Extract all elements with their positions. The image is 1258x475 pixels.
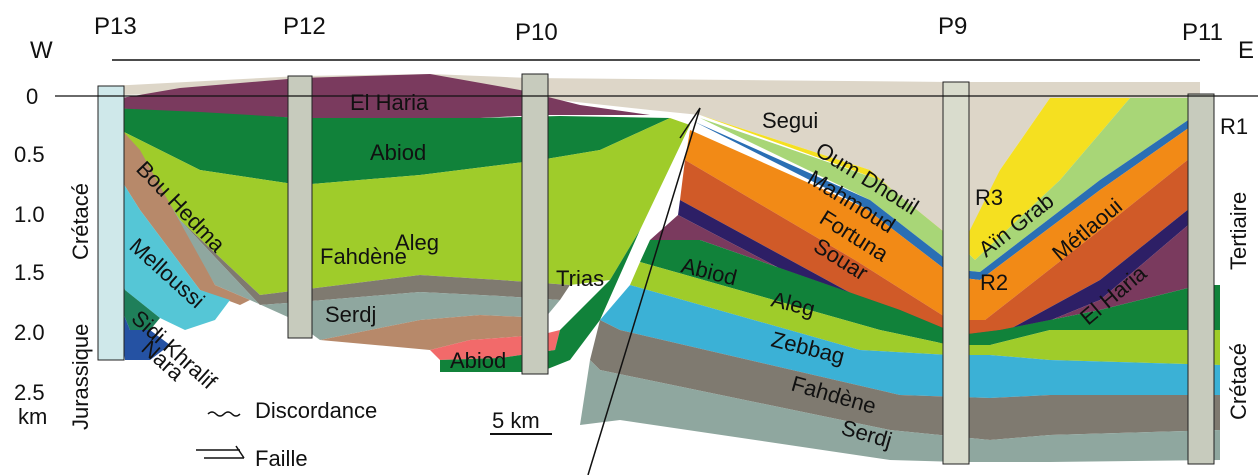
label-cretace-right: Crétacé bbox=[1226, 343, 1251, 420]
marker-r2: R2 bbox=[980, 270, 1008, 295]
direction-east: E bbox=[1238, 37, 1254, 64]
label-segui: Segui bbox=[762, 108, 818, 133]
depth-unit: km bbox=[18, 404, 47, 429]
label-aleg-west: Aleg bbox=[395, 230, 439, 255]
depth-tick-05: 0.5 bbox=[14, 142, 45, 167]
legend-discordance: Discordance bbox=[255, 398, 377, 423]
discordance-symbol bbox=[207, 411, 241, 417]
depth-tick-10: 1.0 bbox=[14, 202, 45, 227]
depth-tick-15: 1.5 bbox=[14, 260, 45, 285]
label-tertiaire: Tertiaire bbox=[1226, 192, 1251, 270]
layer-brown-wedge bbox=[320, 315, 545, 350]
well-label-p11: P11 bbox=[1182, 19, 1223, 46]
layer-souar bbox=[680, 150, 1200, 340]
well-column-p13 bbox=[97, 85, 125, 361]
legend-faille: Faille bbox=[255, 446, 308, 471]
layer-nara bbox=[118, 300, 170, 360]
faille-symbol bbox=[196, 445, 245, 459]
layer-bou-hedma bbox=[118, 128, 250, 305]
depth-tick-0: 0 bbox=[26, 84, 38, 109]
label-jurassique: Jurassique bbox=[68, 324, 93, 430]
marker-r3: R3 bbox=[975, 185, 1003, 210]
layer-sidi-khralif bbox=[118, 260, 160, 330]
layer-fahdene-east bbox=[590, 320, 1220, 440]
label-serdj-west: Serdj bbox=[325, 302, 376, 327]
label-el-haria-west: El Haria bbox=[350, 90, 429, 115]
direction-west: W bbox=[30, 37, 53, 64]
layer-abiod-p10 bbox=[440, 230, 640, 372]
layer-fahdene-west bbox=[180, 220, 570, 305]
legend-scale: 5 km bbox=[492, 408, 540, 433]
well-column-p10 bbox=[521, 73, 549, 375]
well-column-p11 bbox=[1187, 93, 1215, 465]
layer-oum-dhouil bbox=[700, 98, 1130, 260]
well-label-p9: P9 bbox=[938, 13, 967, 40]
depth-tick-25: 2.5 bbox=[14, 380, 45, 405]
layer-serdj-west bbox=[130, 140, 560, 340]
well-label-p13: P13 bbox=[94, 13, 137, 40]
label-abiod-west: Abiod bbox=[370, 140, 426, 165]
layer-serdj-east bbox=[580, 360, 1220, 462]
layer-abiod-east bbox=[640, 240, 1220, 345]
label-trias: Trias bbox=[556, 266, 604, 291]
well-column-p12 bbox=[287, 75, 313, 339]
fault-line bbox=[587, 107, 701, 475]
layer-mellouss bbox=[118, 175, 230, 330]
depth-tick-20: 2.0 bbox=[14, 320, 45, 345]
well-column-p9 bbox=[942, 81, 970, 465]
fault-symbol bbox=[679, 107, 701, 139]
label-cretace-left: Crétacé bbox=[68, 183, 93, 260]
layer-metlaoui bbox=[678, 200, 1200, 345]
layer-aleg-east bbox=[630, 262, 1220, 365]
label-abiod-p10: Abiod bbox=[450, 348, 506, 373]
well-label-p10: P10 bbox=[515, 19, 558, 46]
label-fahdene-west: Fahdène bbox=[320, 244, 407, 269]
well-label-p12: P12 bbox=[283, 13, 326, 40]
layer-zebbag bbox=[600, 285, 1220, 398]
marker-r1: R1 bbox=[1220, 114, 1248, 139]
